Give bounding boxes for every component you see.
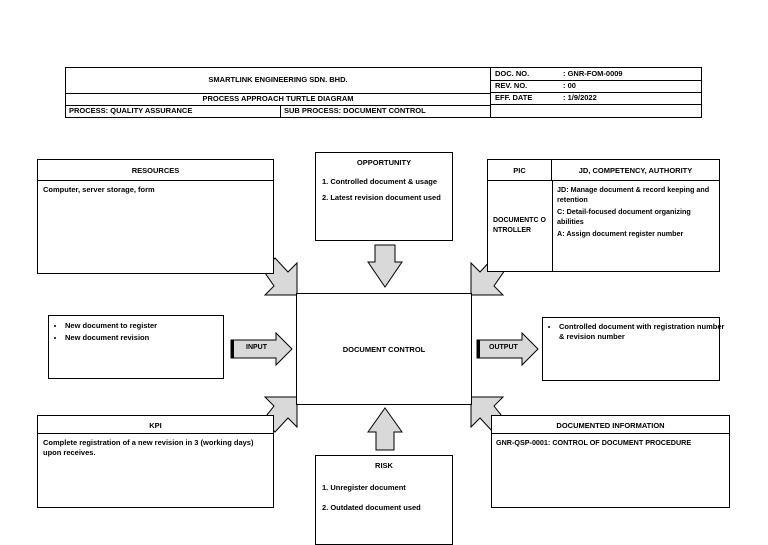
process-label: PROCESS: QUALITY ASSURANCE bbox=[69, 106, 193, 115]
documented-info-text: GNR-QSP-0001: CONTROL OF DOCUMENT PROCED… bbox=[496, 438, 692, 447]
pic-box: PIC JD, COMPETENCY, AUTHORITY DOCUMENTC … bbox=[487, 159, 720, 272]
documented-info-title: DOCUMENTED INFORMATION bbox=[556, 421, 665, 430]
risk-item: 2. Outdated document used bbox=[322, 503, 421, 512]
center-box: DOCUMENT CONTROL bbox=[296, 293, 472, 405]
pic-competency-line: C: Detail-focused document organizing ab… bbox=[557, 207, 691, 226]
kpi-text: Complete registration of a new revision … bbox=[43, 438, 254, 457]
resources-text: Computer, server storage, form bbox=[43, 185, 155, 194]
kpi-title: KPI bbox=[149, 421, 162, 430]
diagram-title: PROCESS APPROACH TURTLE DIAGRAM bbox=[202, 94, 354, 103]
documented-info-box: DOCUMENTED INFORMATION GNR-QSP-0001: CON… bbox=[491, 415, 730, 508]
output-item: Controlled document with registration nu… bbox=[559, 322, 725, 342]
rev-no-value: : 00 bbox=[563, 81, 576, 90]
pic-authority-line: A: Assign document register number bbox=[557, 229, 684, 238]
pic-name: DOCUMENTC ONTROLLER bbox=[493, 217, 546, 234]
down-arrow bbox=[367, 244, 403, 288]
pic-jd-line: JD: Manage document & record keeping and… bbox=[557, 185, 710, 204]
output-box: Controlled document with registration nu… bbox=[542, 317, 724, 381]
input-arrow-label: INPUT bbox=[246, 344, 267, 351]
pic-title: PIC bbox=[488, 160, 552, 181]
input-item: New document to register bbox=[65, 321, 235, 331]
opportunity-box: OPPORTUNITY 1. Controlled document & usa… bbox=[315, 152, 453, 241]
sub-process-label: SUB PROCESS: DOCUMENT CONTROL bbox=[284, 106, 426, 115]
doc-no-label: DOC. NO. bbox=[495, 69, 530, 78]
resources-title: RESOURCES bbox=[131, 166, 180, 175]
rev-no-label: REV. NO. bbox=[495, 81, 528, 90]
input-box: New document to register New document re… bbox=[48, 315, 224, 379]
jd-title: JD, COMPETENCY, AUTHORITY bbox=[552, 160, 719, 181]
kpi-box: KPI Complete registration of a new revis… bbox=[37, 415, 274, 508]
opportunity-item: 2. Latest revision document used bbox=[322, 193, 441, 202]
output-arrow bbox=[476, 331, 539, 367]
up-arrow bbox=[367, 407, 403, 451]
output-arrow-label: OUTPUT bbox=[489, 344, 518, 351]
eff-date-value: : 1/9/2022 bbox=[563, 93, 597, 102]
opportunity-item: 1. Controlled document & usage bbox=[322, 177, 438, 186]
opportunity-title: OPPORTUNITY bbox=[356, 158, 412, 167]
eff-date-label: EFF. DATE bbox=[495, 93, 533, 102]
center-label: DOCUMENT CONTROL bbox=[342, 345, 426, 354]
doc-no-value: : GNR-FOM-0009 bbox=[563, 69, 623, 78]
input-arrow bbox=[230, 331, 293, 367]
header-table: SMARTLINK ENGINEERING SDN. BHD. PROCESS … bbox=[65, 67, 702, 118]
risk-box: RISK 1. Unregister document 2. Outdated … bbox=[315, 455, 453, 545]
company-name: SMARTLINK ENGINEERING SDN. BHD. bbox=[208, 75, 348, 84]
risk-title: RISK bbox=[375, 461, 393, 470]
resources-box: RESOURCES Computer, server storage, form bbox=[37, 159, 274, 274]
risk-item: 1. Unregister document bbox=[322, 483, 406, 492]
input-item: New document revision bbox=[65, 333, 235, 343]
